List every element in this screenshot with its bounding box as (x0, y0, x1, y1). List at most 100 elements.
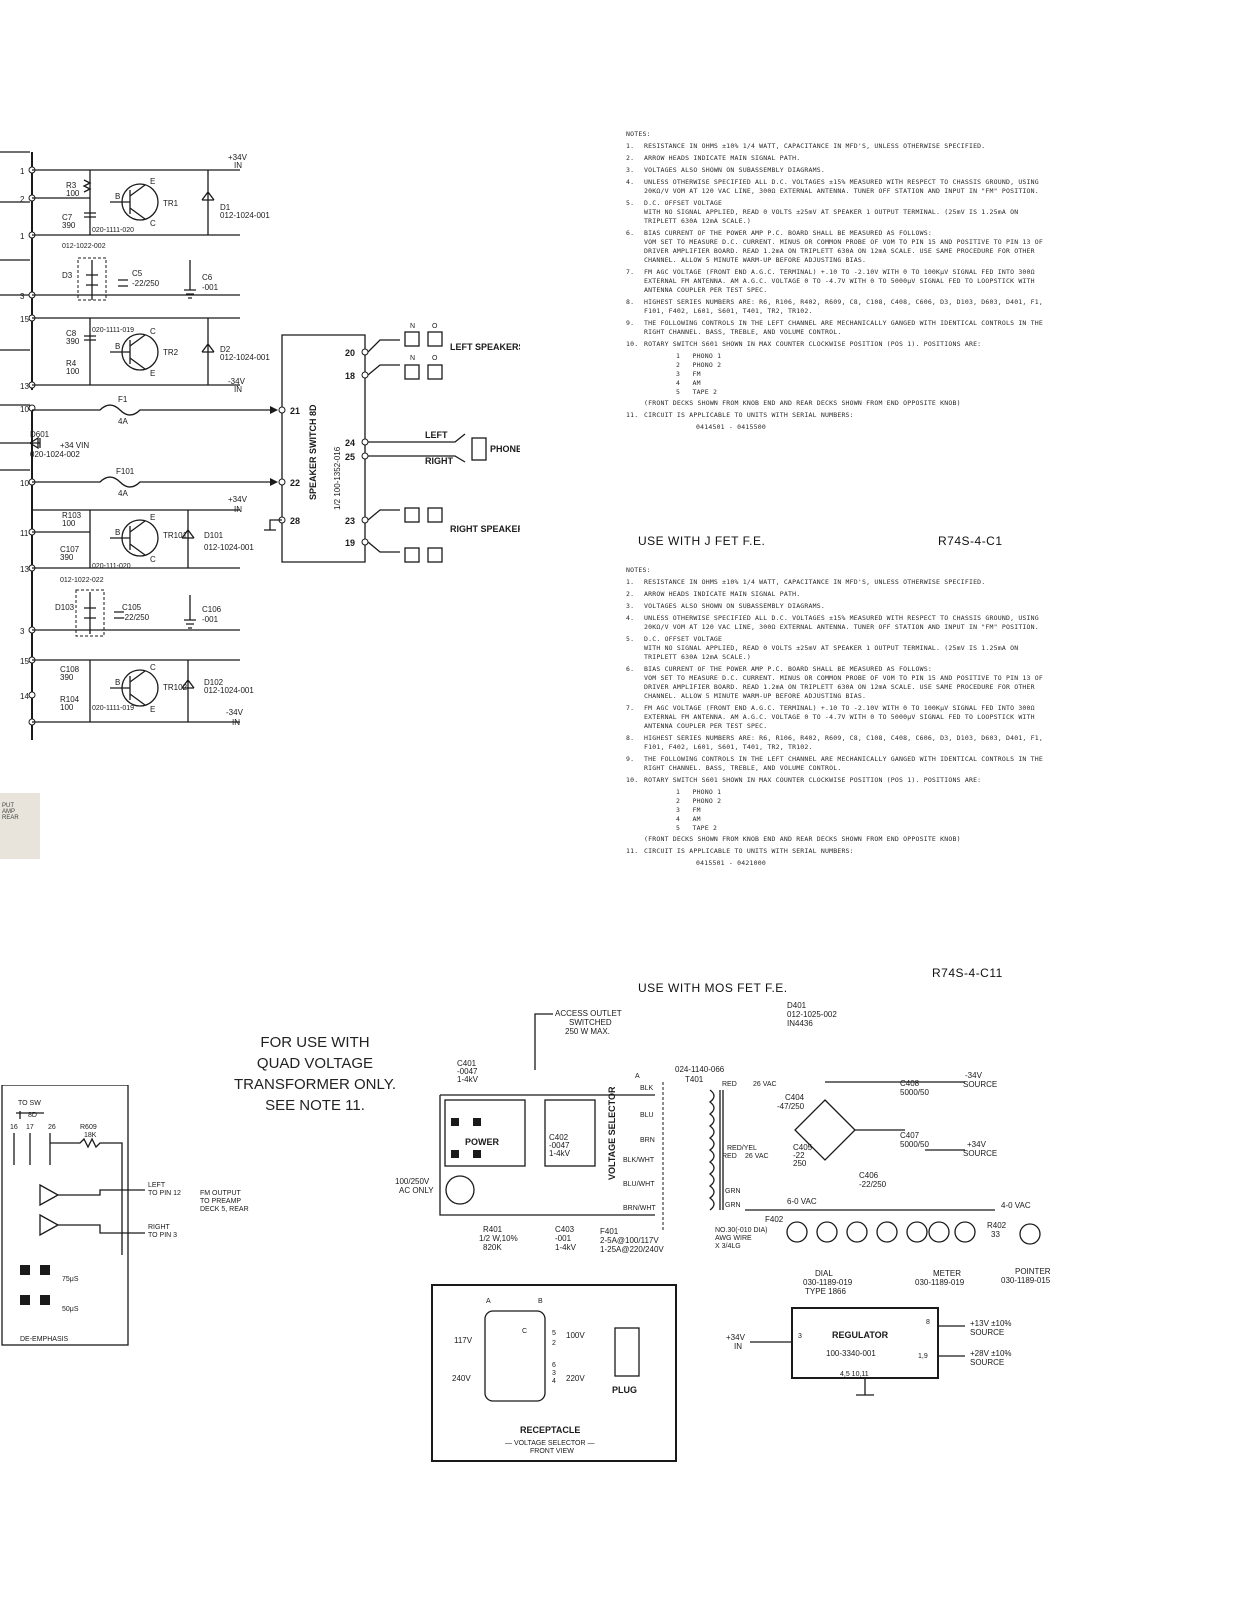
svg-text:100-3340-001: 100-3340-001 (826, 1349, 876, 1358)
svg-text:DE-EMPHASIS: DE-EMPHASIS (20, 1336, 69, 1343)
tr2-stage: C8 390 020-1111-019 B CE TR2 R4 100 D2 0… (66, 318, 270, 394)
svg-text:D101: D101 (204, 531, 224, 540)
svg-text:C: C (522, 1328, 527, 1335)
svg-text:O: O (432, 323, 438, 330)
svg-text:E: E (150, 705, 155, 714)
note-item: 1.RESISTANCE IN OHMS ±10% 1/4 WATT, CAPA… (626, 578, 986, 586)
dial-lamps (786, 1221, 976, 1243)
svg-text:FRONT VIEW: FRONT VIEW (530, 1448, 574, 1455)
svg-text:RIGHT: RIGHT (148, 1224, 171, 1231)
d601-f101-line: D601 +34 VIN 020-1024-002 F101 4A (0, 430, 278, 498)
svg-text:IN: IN (234, 161, 242, 170)
svg-text:1,9: 1,9 (918, 1353, 928, 1360)
svg-text:240V: 240V (452, 1374, 471, 1383)
svg-text:-34V: -34V (965, 1071, 983, 1080)
note-item: 11.CIRCUIT IS APPLICABLE TO UNITS WITH S… (626, 411, 854, 419)
svg-text:2-5A@100/117V: 2-5A@100/117V (600, 1236, 659, 1245)
svg-text:1-4kV: 1-4kV (549, 1149, 571, 1158)
svg-text:IN4436: IN4436 (787, 1019, 813, 1028)
svg-text:220V: 220V (566, 1374, 585, 1383)
svg-text:D1: D1 (220, 203, 231, 212)
tr1-stage: R3 100 C7 390 B EC TR1 020-1111-020 012-… (32, 153, 270, 386)
svg-text:R104: R104 (60, 695, 80, 704)
svg-text:28: 28 (290, 516, 300, 526)
svg-text:250: 250 (793, 1159, 807, 1168)
svg-text:020-1024-002: 020-1024-002 (30, 450, 80, 459)
svg-text:METER: METER (933, 1269, 961, 1278)
svg-text:FM OUTPUT: FM OUTPUT (200, 1190, 242, 1197)
svg-text:+13V ±10%: +13V ±10% (970, 1319, 1012, 1328)
svg-text:SPEAKER SWITCH 8D: SPEAKER SWITCH 8D (308, 404, 318, 500)
svg-text:1-25A@220/240V: 1-25A@220/240V (600, 1245, 664, 1254)
note-item: 6.BIAS CURRENT OF THE POWER AMP P.C. BOA… (626, 229, 1043, 264)
svg-text:4A: 4A (118, 417, 128, 426)
svg-text:-47/250: -47/250 (777, 1102, 805, 1111)
svg-text:250 W MAX.: 250 W MAX. (565, 1027, 610, 1036)
svg-text:SOURCE: SOURCE (963, 1149, 997, 1158)
svg-text:X 3/4LG: X 3/4LG (715, 1243, 741, 1250)
use-with-label: USE WITH J FET F.E. (638, 534, 766, 548)
svg-text:020-1111-019: 020-1111-019 (92, 327, 134, 334)
note-item: 2.ARROW HEADS INDICATE MAIN SIGNAL PATH. (626, 154, 801, 162)
svg-text:RED: RED (722, 1081, 737, 1088)
note-decks: (FRONT DECKS SHOWN FROM KNOB END AND REA… (644, 399, 961, 407)
svg-text:-001: -001 (555, 1234, 572, 1243)
svg-text:390: 390 (62, 221, 76, 230)
svg-text:030-1189-015: 030-1189-015 (1001, 1276, 1051, 1285)
svg-text:RED: RED (722, 1153, 737, 1160)
svg-text:C105: C105 (122, 603, 142, 612)
svg-text:C403: C403 (555, 1225, 575, 1234)
svg-text:-22: -22 (793, 1151, 805, 1160)
svg-text:R103: R103 (62, 511, 82, 520)
svg-text:390: 390 (60, 673, 74, 682)
side-tab: PUT AMP REAR (0, 793, 40, 859)
svg-text:012-1024-001: 012-1024-001 (220, 211, 270, 220)
svg-text:RED/YEL: RED/YEL (727, 1145, 757, 1152)
svg-text:LEFT: LEFT (425, 430, 448, 440)
svg-text:24: 24 (345, 438, 355, 448)
svg-text:23: 23 (345, 516, 355, 526)
svg-text:-34V: -34V (226, 708, 244, 717)
de-emphasis-schematic: TO SW 8D 16 17 26 R609 18K LEFT TO PIN 1… (1, 1085, 249, 1346)
svg-text:AC ONLY: AC ONLY (399, 1186, 434, 1195)
svg-text:B: B (115, 342, 120, 351)
svg-text:390: 390 (60, 553, 74, 562)
svg-text:BRN/WHT: BRN/WHT (623, 1205, 656, 1212)
svg-text:-22/250: -22/250 (132, 279, 160, 288)
svg-text:C406: C406 (859, 1171, 879, 1180)
svg-text:E: E (150, 177, 155, 186)
svg-text:TR102: TR102 (163, 683, 188, 692)
note-item: 2.ARROW HEADS INDICATE MAIN SIGNAL PATH. (626, 590, 801, 598)
svg-text:GRN: GRN (725, 1188, 741, 1195)
svg-text:33: 33 (991, 1230, 1000, 1239)
svg-text:IN: IN (734, 1342, 742, 1351)
svg-text:012-1024-001: 012-1024-001 (204, 686, 254, 695)
svg-text:020-1111-020: 020-1111-020 (92, 227, 134, 234)
svg-text:5: 5 (552, 1330, 556, 1337)
svg-text:-0047: -0047 (549, 1141, 570, 1150)
svg-text:SOURCE: SOURCE (970, 1358, 1004, 1367)
svg-text:100: 100 (66, 367, 80, 376)
svg-text:26 VAC: 26 VAC (745, 1153, 769, 1160)
svg-text:-34V: -34V (228, 377, 246, 386)
svg-text:820K: 820K (483, 1243, 502, 1252)
use-with-label: USE WITH MOS FET F.E. (638, 981, 788, 995)
svg-text:17: 17 (26, 1124, 34, 1131)
notes-bottom: NOTES: 1.RESISTANCE IN OHMS ±10% 1/4 WAT… (626, 566, 1046, 868)
svg-text:R402: R402 (987, 1221, 1007, 1230)
note-item: 4.UNLESS OTHERWISE SPECIFIED ALL D.C. VO… (626, 614, 1039, 631)
svg-text:C7: C7 (62, 213, 73, 222)
svg-text:D601: D601 (30, 430, 50, 439)
svg-text:NO.30(-010 DIA): NO.30(-010 DIA) (715, 1227, 768, 1234)
tr101-stage: +34V IN R103 100 C107 390 B EC TR101 020… (32, 495, 254, 723)
svg-text:B: B (538, 1298, 543, 1305)
svg-text:100: 100 (60, 703, 74, 712)
svg-text:C106: C106 (202, 605, 222, 614)
svg-text:012-1022-002: 012-1022-002 (62, 243, 106, 250)
notes-header: NOTES: (626, 566, 651, 574)
svg-text:TO SW: TO SW (18, 1100, 41, 1107)
svg-text:C405: C405 (793, 1143, 813, 1152)
svg-text:C402: C402 (549, 1133, 569, 1142)
svg-text:C408: C408 (900, 1079, 920, 1088)
power-supply-schematic: ACCESS OUTLET SWITCHED 250 W MAX. C401 -… (395, 1001, 1051, 1296)
